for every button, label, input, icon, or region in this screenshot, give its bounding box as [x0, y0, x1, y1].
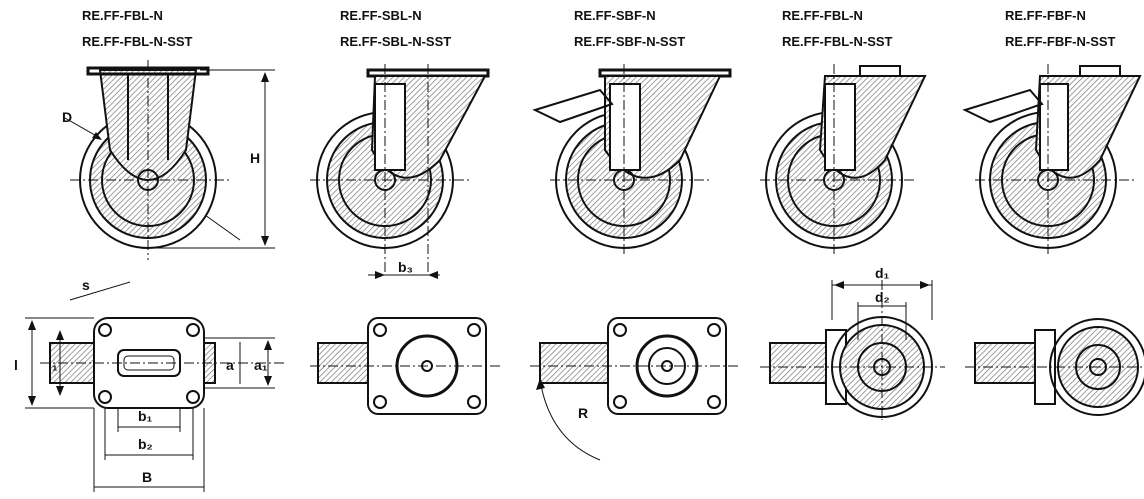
- variant-4-name: RE.FF-FBL-N: [782, 8, 863, 23]
- dim-b2: b₂: [138, 436, 153, 452]
- swivel-lock-brake-castor-side-view: [962, 64, 1142, 255]
- dim-D: D: [62, 109, 72, 125]
- swivel-castor-side-view: b₃: [310, 64, 490, 279]
- dim-d1: d₁: [875, 265, 890, 281]
- dim-l1: l₁: [48, 357, 58, 373]
- dim-R: R: [578, 405, 588, 421]
- dim-a1: a₁: [254, 357, 268, 373]
- dim-b3: b₃: [398, 259, 413, 275]
- variant-1-name-sst: RE.FF-FBL-N-SST: [82, 34, 193, 49]
- variant-5-name: RE.FF-FBF-N: [1005, 8, 1086, 23]
- variant-4-name-sst: RE.FF-FBL-N-SST: [782, 34, 893, 49]
- dim-B: B: [142, 469, 152, 485]
- fixed-castor-side-view: H D: [62, 60, 275, 260]
- dim-a: a: [226, 357, 234, 373]
- swivel-brake-castor-side-view: [532, 64, 732, 255]
- swivel-lock-castor-side-view: [760, 64, 927, 255]
- variant-3-name: RE.FF-SBF-N: [574, 8, 656, 23]
- variant-5-name-sst: RE.FF-FBF-N-SST: [1005, 34, 1116, 49]
- dim-s: s: [82, 277, 90, 293]
- swivel-lock-castor-top-view: d₁ d₂: [760, 265, 945, 420]
- fixed-castor-top-view: l l₁ a a₁ s b₁ b₂ B: [14, 277, 285, 492]
- variant-2-name-sst: RE.FF-SBL-N-SST: [340, 34, 451, 49]
- swivel-brake-castor-top-view: R: [530, 317, 740, 461]
- dim-l: l: [14, 357, 18, 373]
- variant-3-name-sst: RE.FF-SBF-N-SST: [574, 34, 685, 49]
- swivel-lock-brake-castor-top-view: [965, 318, 1144, 416]
- dim-b1: b₁: [138, 408, 153, 424]
- dim-H: H: [250, 150, 260, 166]
- variant-2-name: RE.FF-SBL-N: [340, 8, 422, 23]
- swivel-castor-top-view: [310, 317, 500, 415]
- variant-1-name: RE.FF-FBL-N: [82, 8, 163, 23]
- dim-d2: d₂: [875, 289, 890, 305]
